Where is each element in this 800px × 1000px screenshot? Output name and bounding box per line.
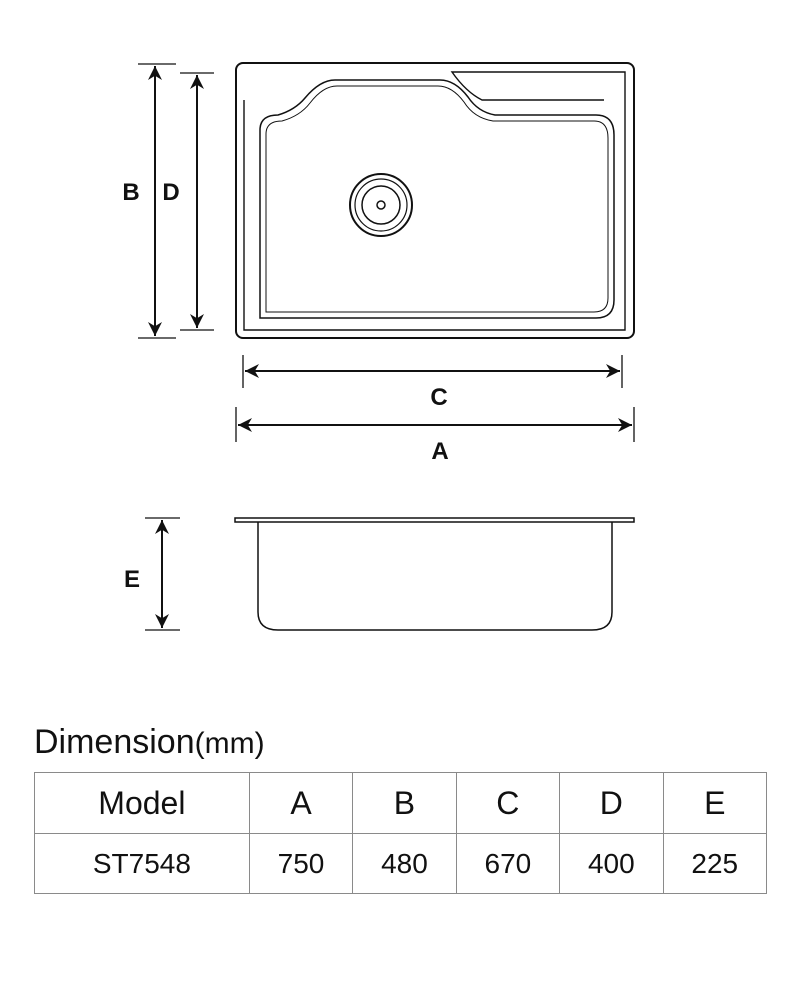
cell-d: 400 (559, 833, 664, 894)
dimension-d (180, 72, 214, 331)
label-c: C (430, 384, 447, 411)
dimension-a (235, 407, 635, 442)
sink-bowl-inner-outline (265, 85, 609, 313)
drain-inner-ring (361, 185, 401, 225)
header-e: E (662, 772, 768, 834)
dimension-b (138, 63, 176, 339)
drain-middle-ring (354, 178, 408, 232)
drain-outer-ring (349, 173, 413, 237)
sink-side-rim (234, 517, 635, 523)
sink-side-view (234, 517, 635, 631)
header-b: B (352, 772, 457, 834)
cell-e: 225 (662, 833, 768, 894)
header-d: D (559, 772, 664, 834)
label-d: D (162, 179, 179, 206)
dimension-table: Model A B C D E ST7548 750 480 670 400 2… (34, 772, 768, 894)
cell-c: 670 (455, 833, 561, 894)
dimension-e (145, 517, 180, 631)
label-e: E (124, 566, 140, 593)
dimension-title: Dimension(mm) (34, 722, 265, 764)
sink-outer-rim (235, 62, 635, 339)
sink-side-bowl (257, 522, 613, 631)
dimension-title-text: Dimension (34, 723, 195, 761)
cell-model: ST7548 (34, 833, 250, 894)
label-b: B (122, 179, 139, 206)
cell-a: 750 (248, 833, 354, 894)
sink-bowl-outline (259, 79, 615, 319)
sink-technical-drawing: B D C A E (122, 62, 635, 631)
header-a: A (248, 772, 354, 834)
drain-hole (376, 200, 386, 210)
header-c: C (455, 772, 561, 834)
dimension-c (242, 355, 623, 388)
header-model: Model (34, 772, 250, 834)
sink-inner-ledge (243, 71, 626, 331)
sink-top-view (235, 62, 635, 339)
cell-b: 480 (352, 833, 457, 894)
label-a: A (431, 438, 448, 465)
dimension-unit: (mm) (194, 727, 265, 760)
table-header-row: Model A B C D E (34, 772, 768, 834)
table-row: ST7548 750 480 670 400 225 (34, 833, 768, 894)
